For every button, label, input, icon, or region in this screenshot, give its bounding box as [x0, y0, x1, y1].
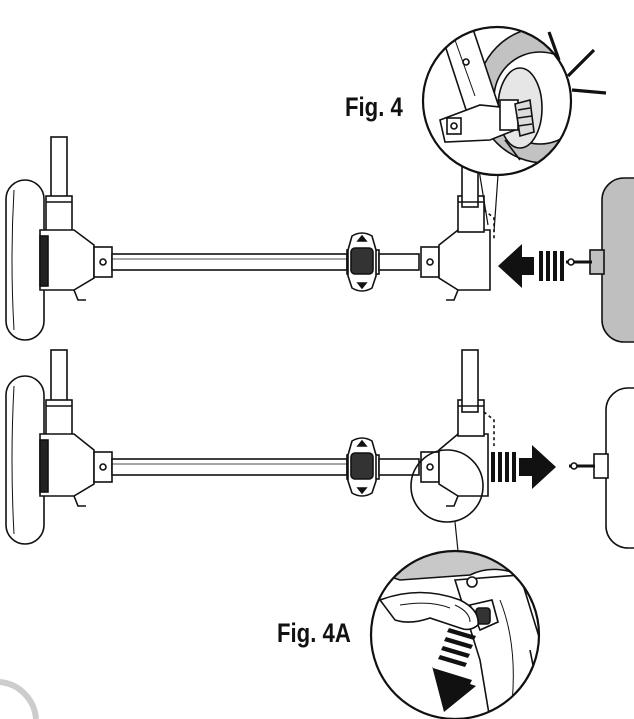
top-axle-bar: [111, 253, 348, 271]
fig4-detail: [421, 25, 607, 177]
detail-circle: [410, 449, 484, 523]
push-arrow-icon: [498, 244, 564, 288]
bottom-axle-bar: [111, 458, 348, 476]
corner-ring: [0, 679, 39, 719]
fig4a-label: Fig. 4A: [277, 618, 351, 648]
motion-lines-icon: [547, 31, 607, 95]
bottom-right-wheel: [569, 387, 634, 549]
top-axle-assembly: [5, 136, 499, 341]
pull-arrow-icon: [491, 445, 556, 489]
fig4-label: Fig. 4: [345, 92, 403, 122]
press-arrow-icon: [432, 628, 476, 712]
top-right-wheel: [566, 177, 634, 343]
fig4a-detail: [369, 549, 541, 719]
bottom-axle-assembly: [5, 349, 495, 552]
